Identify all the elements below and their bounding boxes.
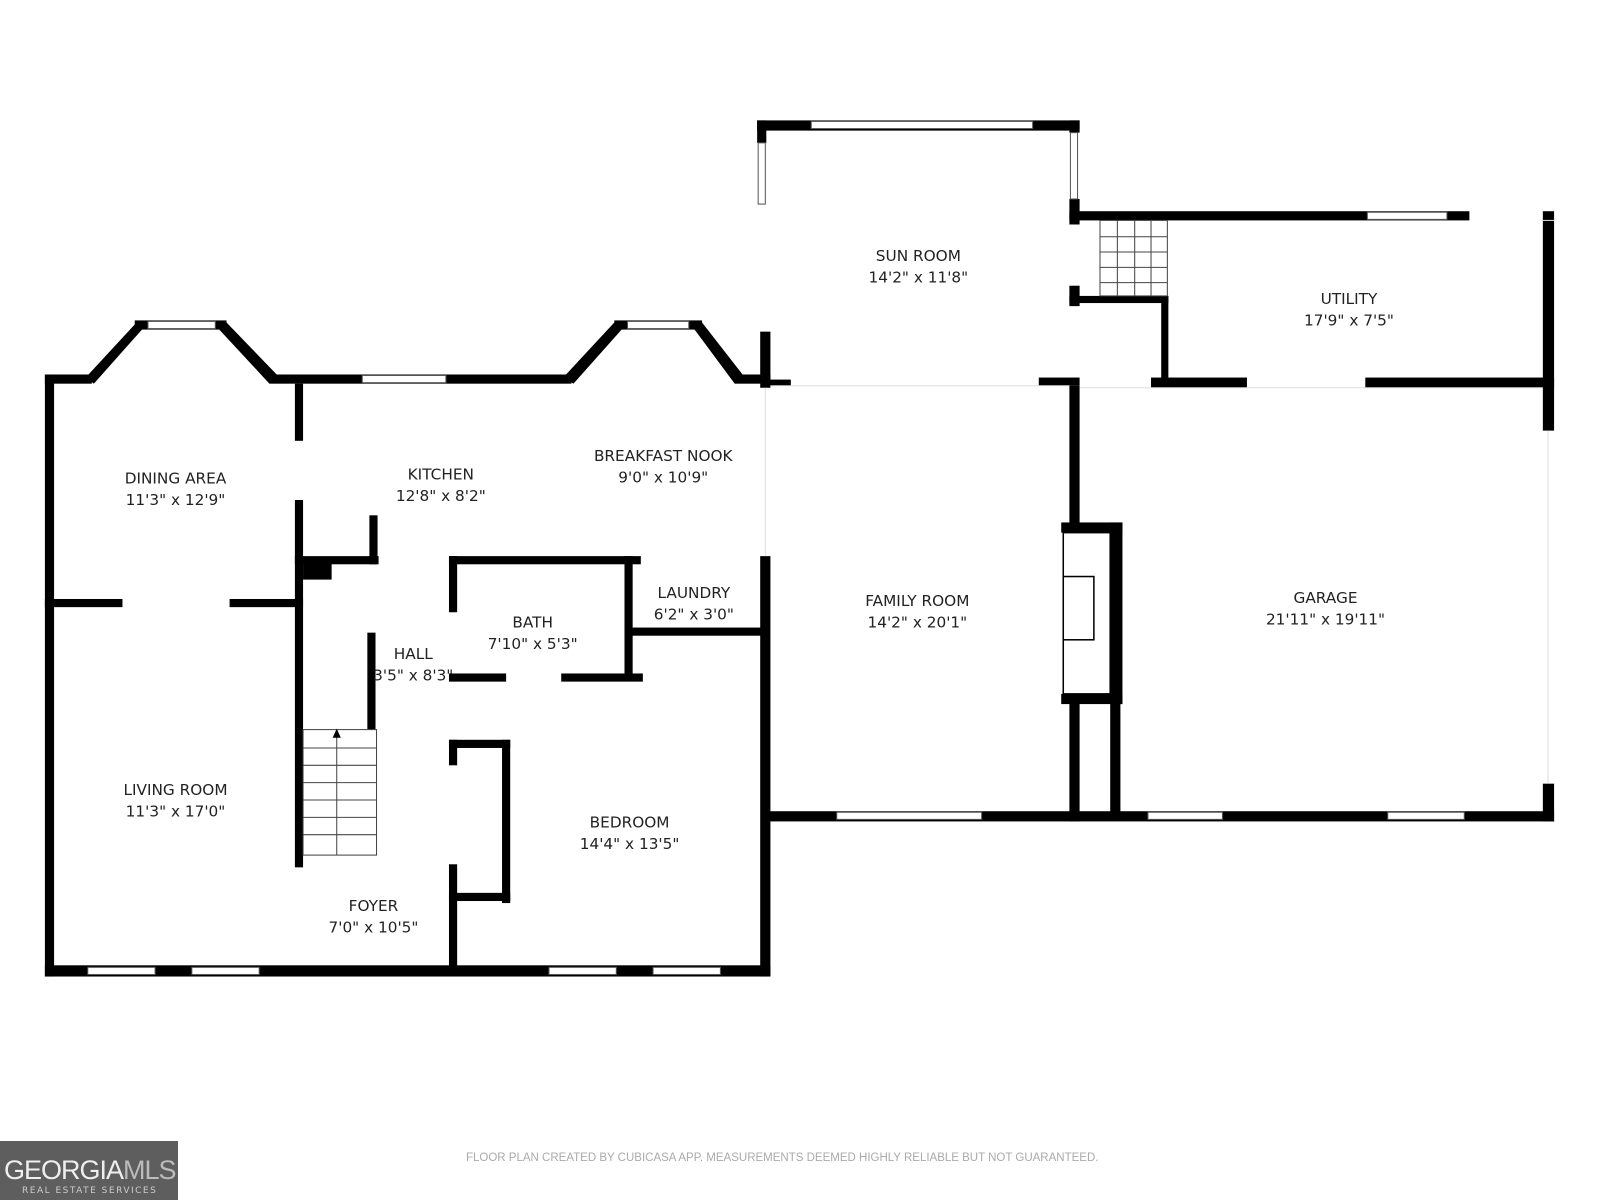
wall (757, 120, 767, 143)
wall (367, 632, 376, 750)
walls (44, 120, 1555, 977)
room-dimensions: 3'5" x 8'3" (373, 667, 453, 685)
wall (448, 556, 641, 565)
window (652, 966, 721, 975)
window (1069, 132, 1079, 200)
room-dimensions: 11'3" x 17'0" (126, 802, 226, 820)
wall (448, 739, 511, 748)
wall (1542, 211, 1555, 431)
wall (561, 673, 643, 682)
room-dimensions: 9'0" x 10'9" (618, 469, 708, 487)
wall (44, 374, 55, 977)
wall (1542, 783, 1555, 822)
windows (87, 120, 1465, 975)
wall (693, 322, 745, 384)
room-dimensions: 14'4" x 13'5" (580, 835, 680, 853)
wall (760, 556, 771, 977)
room-name: FAMILY ROOM (865, 592, 969, 610)
wall (624, 627, 768, 636)
wall (1110, 522, 1123, 705)
window (1147, 811, 1223, 820)
wall (502, 739, 511, 904)
room-dimensions: 14'2" x 11'8" (869, 269, 969, 287)
wall (44, 374, 92, 384)
room-dimensions: 7'0" x 10'5" (329, 919, 419, 937)
room-dimensions: 21'11" x 19'11" (1266, 610, 1385, 628)
wall (1069, 120, 1080, 133)
window (361, 375, 447, 384)
window (757, 142, 766, 205)
logo-accent: MLS (123, 1155, 177, 1185)
disclaimer-text: FLOOR PLAN CREATED BY CUBICASA APP. MEAS… (466, 1152, 1099, 1164)
room-name: BEDROOM (590, 814, 670, 832)
wall (448, 556, 458, 613)
wall (734, 374, 771, 384)
wall (1365, 377, 1555, 388)
room-labels: SUN ROOM 14'2" x 11'8" UTILITY 17'9" x 7… (123, 247, 1393, 936)
wall (229, 598, 304, 608)
wall (1038, 377, 1080, 386)
wall (448, 864, 458, 972)
room-dimensions: 12'8" x 8'2" (396, 487, 486, 505)
room-dimensions: 11'3" x 12'9" (126, 491, 226, 509)
wall (44, 598, 123, 608)
wall (448, 892, 511, 902)
wall (1069, 295, 1169, 304)
room-name: KITCHEN (408, 466, 474, 484)
room-name: FOYER (349, 897, 399, 915)
logo-brand: GEORGIA (4, 1155, 124, 1185)
room-dimensions: 6'2" x 3'0" (654, 605, 734, 623)
window (147, 320, 216, 330)
wall (303, 559, 332, 580)
room-name: BREAKFAST NOOK (594, 447, 734, 465)
logo-tagline: REAL ESTATE SERVICES (22, 1186, 158, 1196)
room-name: LAUNDRY (658, 584, 731, 602)
window (1387, 811, 1465, 820)
wall (448, 673, 507, 682)
wall (85, 324, 143, 384)
room-name: UTILITY (1321, 290, 1378, 308)
wall (294, 383, 304, 441)
fireplace (1062, 531, 1111, 695)
room-dimensions: 7'10" x 5'3" (488, 635, 578, 653)
wall (448, 739, 458, 766)
wall (1069, 211, 1470, 221)
openings (764, 219, 1555, 784)
window (1366, 211, 1448, 220)
window (548, 966, 617, 975)
room-dimensions: 14'2" x 20'1" (868, 614, 968, 632)
wall (44, 965, 771, 977)
room-name: SUN ROOM (876, 247, 961, 265)
wall (218, 322, 280, 384)
wall (1161, 295, 1169, 388)
wall (1151, 377, 1247, 388)
wall (624, 556, 633, 681)
wall (1110, 693, 1121, 817)
window (87, 966, 156, 975)
wall (760, 331, 771, 388)
window (836, 811, 983, 820)
wall (563, 322, 623, 384)
wall (369, 515, 378, 565)
room-name: LIVING ROOM (123, 781, 227, 799)
stairs (302, 219, 1168, 856)
room-name: HALL (394, 645, 433, 663)
window (627, 320, 690, 330)
georgia-mls-logo: GEORGIAMLS REAL ESTATE SERVICES (0, 1141, 178, 1200)
window (191, 966, 260, 975)
wall (294, 556, 379, 565)
window (810, 120, 1034, 130)
room-name: GARAGE (1293, 589, 1357, 607)
room-dimensions: 17'9" x 7'5" (1304, 312, 1394, 330)
room-name: BATH (512, 614, 553, 632)
wall (765, 379, 791, 386)
wall (1061, 693, 1123, 705)
room-name: DINING AREA (125, 470, 227, 488)
wall (294, 500, 304, 868)
wall (1061, 522, 1123, 533)
